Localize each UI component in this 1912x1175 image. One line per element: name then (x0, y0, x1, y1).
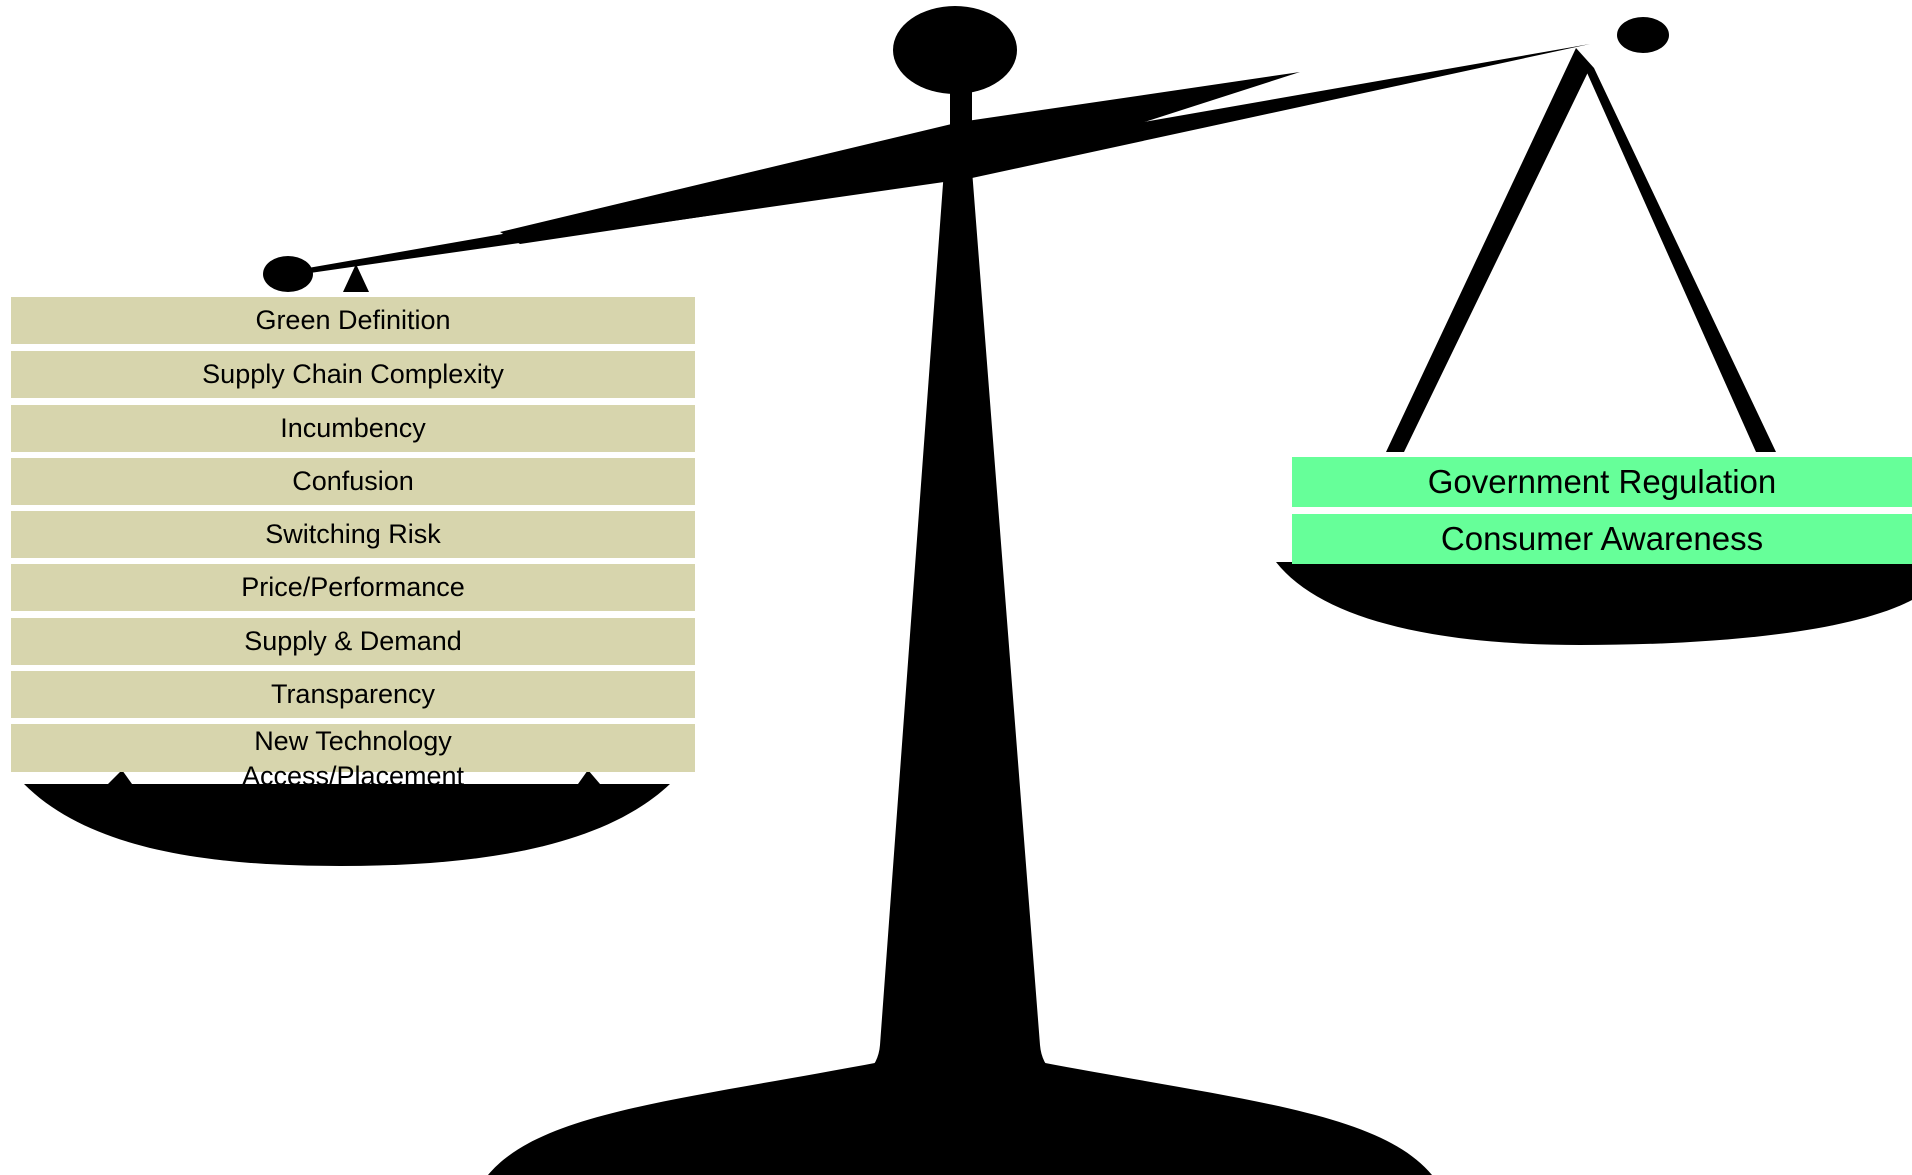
left-item-label: Switching Risk (265, 519, 441, 549)
left-item-label-access-placement: Access/Placement (241, 761, 465, 791)
left-item-confusion: Confusion (11, 458, 695, 505)
right-item-label: Consumer Awareness (1440, 520, 1764, 557)
left-item-supply-demand: Supply & Demand (11, 618, 695, 665)
left-item-label: Supply & Demand (244, 626, 462, 656)
left-item-label: Supply Chain Complexity (202, 359, 504, 389)
left-item-switching-risk: Switching Risk (11, 511, 695, 558)
right-pan (1276, 562, 1912, 645)
left-item-label: Green Definition (255, 305, 451, 335)
beam-left-knob (263, 256, 313, 292)
left-item-label: Transparency (270, 679, 436, 709)
left-item-price-performance: Price/Performance (11, 564, 695, 611)
scale-beam-thick (500, 72, 1300, 244)
left-item-transparency: Transparency (11, 671, 695, 718)
left-pan-strut-left (108, 770, 132, 784)
left-item-label: Price/Performance (241, 572, 465, 602)
right-hanger-left-string (1386, 48, 1590, 452)
right-item-consumer-awareness: Consumer Awareness (1292, 514, 1912, 564)
left-item-label-new-technology: New Technology (254, 726, 452, 756)
scale-top-knob (893, 6, 1017, 94)
scale-base (488, 1062, 1432, 1175)
right-item-government-regulation: Government Regulation (1292, 457, 1912, 507)
left-pan (24, 784, 670, 866)
beam-right-knob (1617, 17, 1669, 53)
left-item-label: Confusion (292, 466, 414, 496)
left-item-label: Incumbency (280, 413, 426, 443)
left-item-overlapped: New Technology Access/Placement (11, 724, 695, 791)
right-hanger-right-string (1576, 48, 1776, 452)
left-item-incumbency: Incumbency (11, 405, 695, 452)
left-hanger-tip (343, 264, 369, 292)
left-item-green-definition: Green Definition (11, 297, 695, 344)
left-item-supply-chain-complexity: Supply Chain Complexity (11, 351, 695, 398)
right-item-label: Government Regulation (1427, 463, 1777, 500)
scale-pillar (830, 170, 1090, 1090)
left-pan-strut-right (578, 770, 600, 784)
